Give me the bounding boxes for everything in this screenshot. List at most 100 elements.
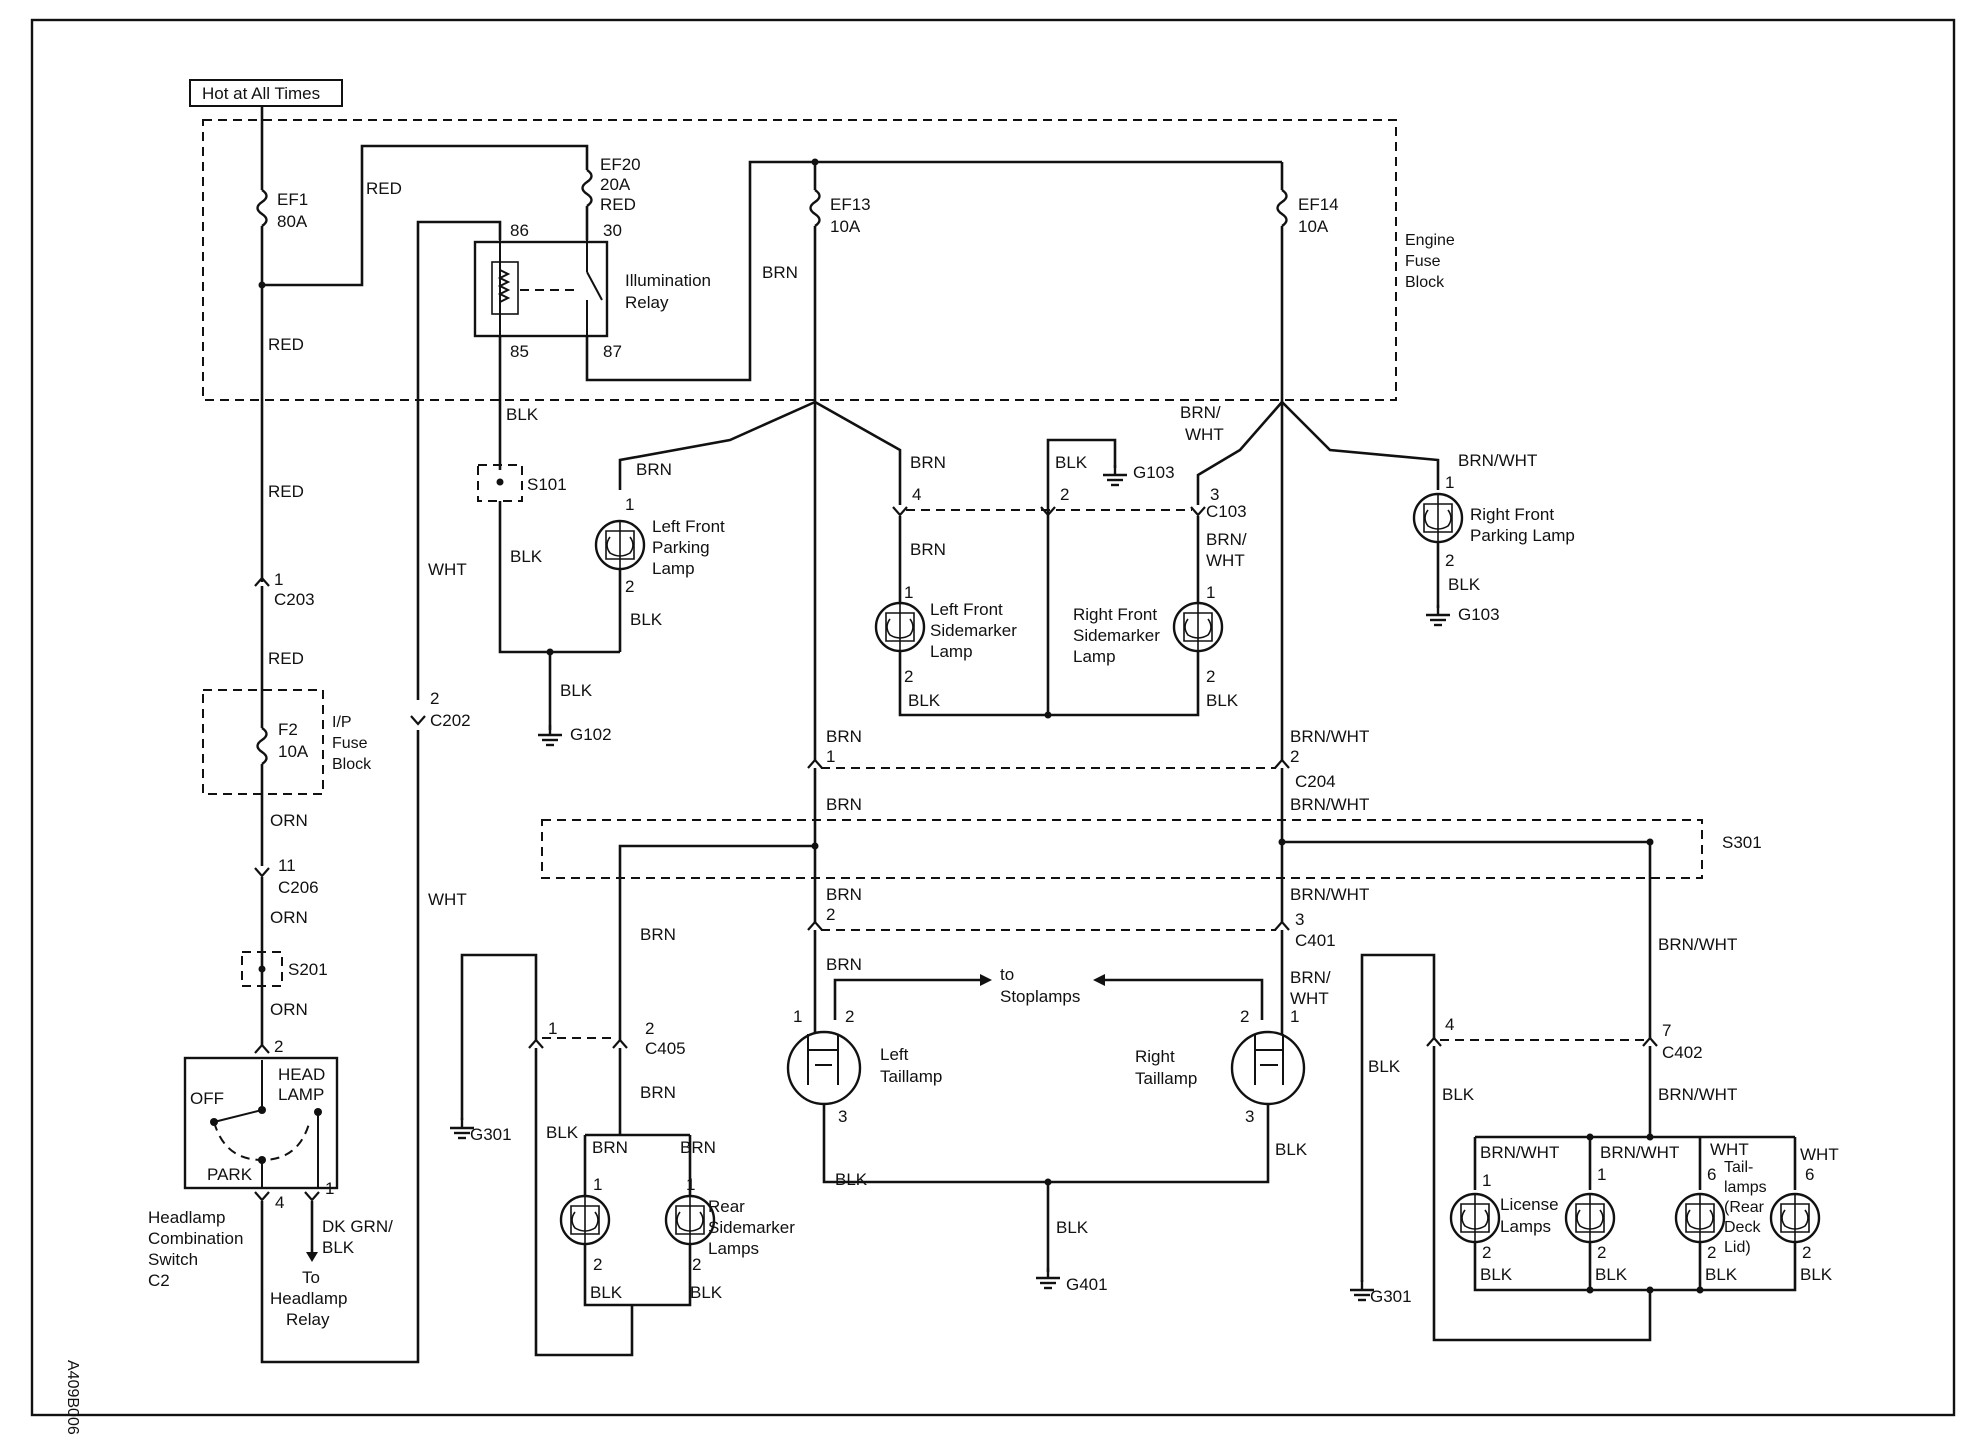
tail-pin-2-b: 2 — [1802, 1243, 1811, 1262]
wire-brnwht-rf-side-c: BRN/ — [1206, 530, 1247, 549]
license-lamps-1: License — [1500, 1195, 1559, 1214]
g103-label-top: G103 — [1133, 463, 1175, 482]
wire-brnwht-c401-bot-2: WHT — [1290, 989, 1329, 1008]
ef20-wire: RED — [600, 195, 636, 214]
lic-pin-1-b: 1 — [1597, 1165, 1606, 1184]
wire-brn-lf-side: BRN — [910, 453, 946, 472]
relay-name-2: Relay — [625, 293, 669, 312]
s301-label: S301 — [1722, 833, 1762, 852]
lf-parking-pin-2: 2 — [625, 577, 634, 596]
tail-deck-3: (Rear — [1724, 1199, 1765, 1216]
right-tail-pin-1: 1 — [1290, 1007, 1299, 1026]
c203-label: C203 — [274, 590, 315, 609]
wire-brnwht-c401-bot-1: BRN/ — [1290, 968, 1331, 987]
c204-pin-2: 2 — [1290, 747, 1299, 766]
left-taillamp-name-1: Left — [880, 1045, 909, 1064]
wire-brnwht-c204-bot: BRN/WHT — [1290, 795, 1369, 814]
ip-fuse-block-3: Block — [332, 756, 372, 773]
lf-parking-name-3: Lamp — [652, 559, 695, 578]
f2-label: F2 — [278, 720, 298, 739]
c203-pin-1: 1 — [274, 570, 283, 589]
lf-side-pin-1: 1 — [904, 583, 913, 602]
lf-side-name: Left Front — [930, 600, 1003, 619]
ef14-rating: 10A — [1298, 217, 1329, 236]
ef20-label: EF20 — [600, 155, 641, 174]
wire-wht-tail-1: WHT — [1710, 1140, 1749, 1159]
ef13-rating: 10A — [830, 217, 861, 236]
wire-brn-c405-top: BRN — [640, 925, 676, 944]
wire-blk-lic-a: BLK — [1480, 1265, 1513, 1284]
to-headlamp-relay-1: To — [302, 1268, 320, 1287]
tail-pin-6-a: 6 — [1707, 1165, 1716, 1184]
wire-red-2: RED — [268, 482, 304, 501]
c401-pin-3: 3 — [1295, 910, 1304, 929]
tail-deck-1: Tail- — [1724, 1159, 1753, 1176]
to-headlamp-relay-3: Relay — [286, 1310, 330, 1329]
c202-pin-2: 2 — [430, 689, 439, 708]
c204-pin-1: 1 — [826, 747, 835, 766]
c405-pin-1: 1 — [548, 1019, 557, 1038]
rf-side-name-3: Lamp — [1073, 647, 1116, 666]
wire-orn-3: ORN — [270, 1000, 308, 1019]
right-taillamp-name-1: Right — [1135, 1047, 1175, 1066]
diagram-id: A409B006 — [64, 1360, 81, 1435]
tail-deck-5: Lid) — [1724, 1239, 1751, 1256]
engine-fuse-block-label: Engine — [1405, 232, 1455, 249]
wire-blk-relay: BLK — [506, 405, 539, 424]
ef13-label: EF13 — [830, 195, 871, 214]
wire-brnwht-lic-1: BRN/WHT — [1480, 1143, 1559, 1162]
wire-brnwht-c402-top: BRN/WHT — [1658, 935, 1737, 954]
switch-pin-4: 4 — [275, 1193, 284, 1212]
rf-side-name-2: Sidemarker — [1073, 626, 1160, 645]
wire-brn-c204-bot: BRN — [826, 795, 862, 814]
switch-off: OFF — [190, 1089, 224, 1108]
s201-label: S201 — [288, 960, 328, 979]
switch-name-3: Switch — [148, 1250, 198, 1269]
to-stoplamps-1: to — [1000, 965, 1014, 984]
c402-pin-7: 7 — [1662, 1021, 1671, 1040]
to-stoplamps-2: Stoplamps — [1000, 987, 1080, 1006]
switch-name-1: Headlamp — [148, 1208, 226, 1227]
ef1-rating: 80A — [277, 212, 308, 231]
c402-label: C402 — [1662, 1043, 1703, 1062]
wire-blk-left-tail: BLK — [835, 1170, 868, 1189]
hot-at-all-times-box — [189, 79, 343, 107]
wire-blk-rsm-2: BLK — [690, 1283, 723, 1302]
s201-splice — [241, 951, 283, 987]
rsm-name-3: Lamps — [708, 1239, 759, 1258]
wire-brnwht-lic-2: BRN/WHT — [1600, 1143, 1679, 1162]
wire-brn-ef13: BRN — [762, 263, 798, 282]
wire-blk-s101: BLK — [510, 547, 543, 566]
rsm-pin-2-right: 2 — [692, 1255, 701, 1274]
wire-brn-c401-top: BRN — [826, 885, 862, 904]
wire-dk-grn-blk-2: BLK — [322, 1238, 355, 1257]
switch-pin-1: 1 — [325, 1179, 334, 1198]
engine-fuse-block-label-2: Fuse — [1405, 253, 1441, 270]
wire-wht-2: WHT — [428, 890, 467, 909]
rf-parking-name: Right Front — [1470, 505, 1554, 524]
wire-brn-c405-bot: BRN — [640, 1083, 676, 1102]
rsm-name-1: Rear — [708, 1197, 745, 1216]
wire-red-c203: RED — [268, 649, 304, 668]
switch-name-2: Combination — [148, 1229, 243, 1248]
left-tail-pin-2: 2 — [845, 1007, 854, 1026]
rsm-name-2: Sidemarker — [708, 1218, 795, 1237]
wire-orn-1: ORN — [270, 811, 308, 830]
ef1-label: EF1 — [277, 190, 308, 209]
s301-splice — [541, 819, 1703, 879]
tail-pin-2-a: 2 — [1707, 1243, 1716, 1262]
wire-brnwht-c204-top: BRN/WHT — [1290, 727, 1369, 746]
switch-lamp: LAMP — [278, 1085, 324, 1104]
left-tail-pin-3: 3 — [838, 1107, 847, 1126]
wire-blk-g301-right: BLK — [1368, 1057, 1401, 1076]
engine-fuse-block-outline — [202, 119, 1397, 401]
wire-wht-tail-2: WHT — [1800, 1145, 1839, 1164]
g103-label-right: G103 — [1458, 605, 1500, 624]
c401-pin-2: 2 — [826, 905, 835, 924]
c103-label: C103 — [1206, 502, 1247, 521]
f2-rating: 10A — [278, 742, 309, 761]
lic-pin-2-a: 2 — [1482, 1243, 1491, 1262]
license-lamps-2: Lamps — [1500, 1217, 1551, 1236]
wire-brnwht-c402-bot: BRN/WHT — [1658, 1085, 1737, 1104]
